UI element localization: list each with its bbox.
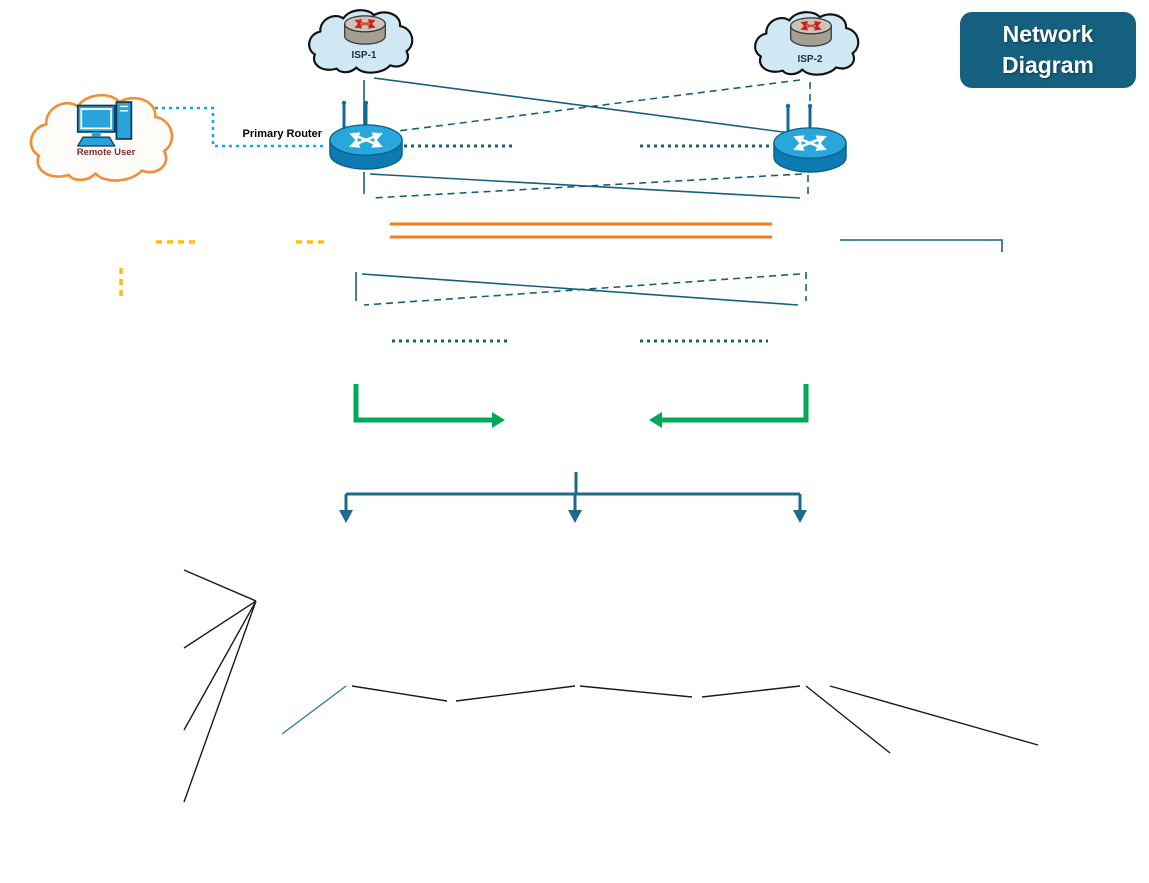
diagram-title-badge: Network Diagram	[960, 12, 1136, 88]
diagram-title-line2: Diagram	[1001, 52, 1095, 78]
isp1-cloud: ISP-1	[304, 4, 424, 82]
isp-router-icon	[788, 16, 834, 48]
isp2-label: ISP-2	[797, 54, 823, 65]
isp-router-icon	[342, 14, 388, 46]
isp1-label: ISP-1	[351, 50, 377, 61]
remote-user-cloud: Remote User	[24, 86, 188, 194]
primary-router-icon	[328, 122, 404, 172]
primary-router-label: Primary Router	[242, 128, 322, 140]
remote-user-computer-icon	[76, 100, 134, 148]
secondary-router-icon	[772, 125, 848, 175]
remote-user-label: Remote User	[76, 147, 136, 158]
diagram-title-line1: Network	[1002, 21, 1094, 47]
isp2-cloud: ISP-2	[750, 6, 870, 84]
